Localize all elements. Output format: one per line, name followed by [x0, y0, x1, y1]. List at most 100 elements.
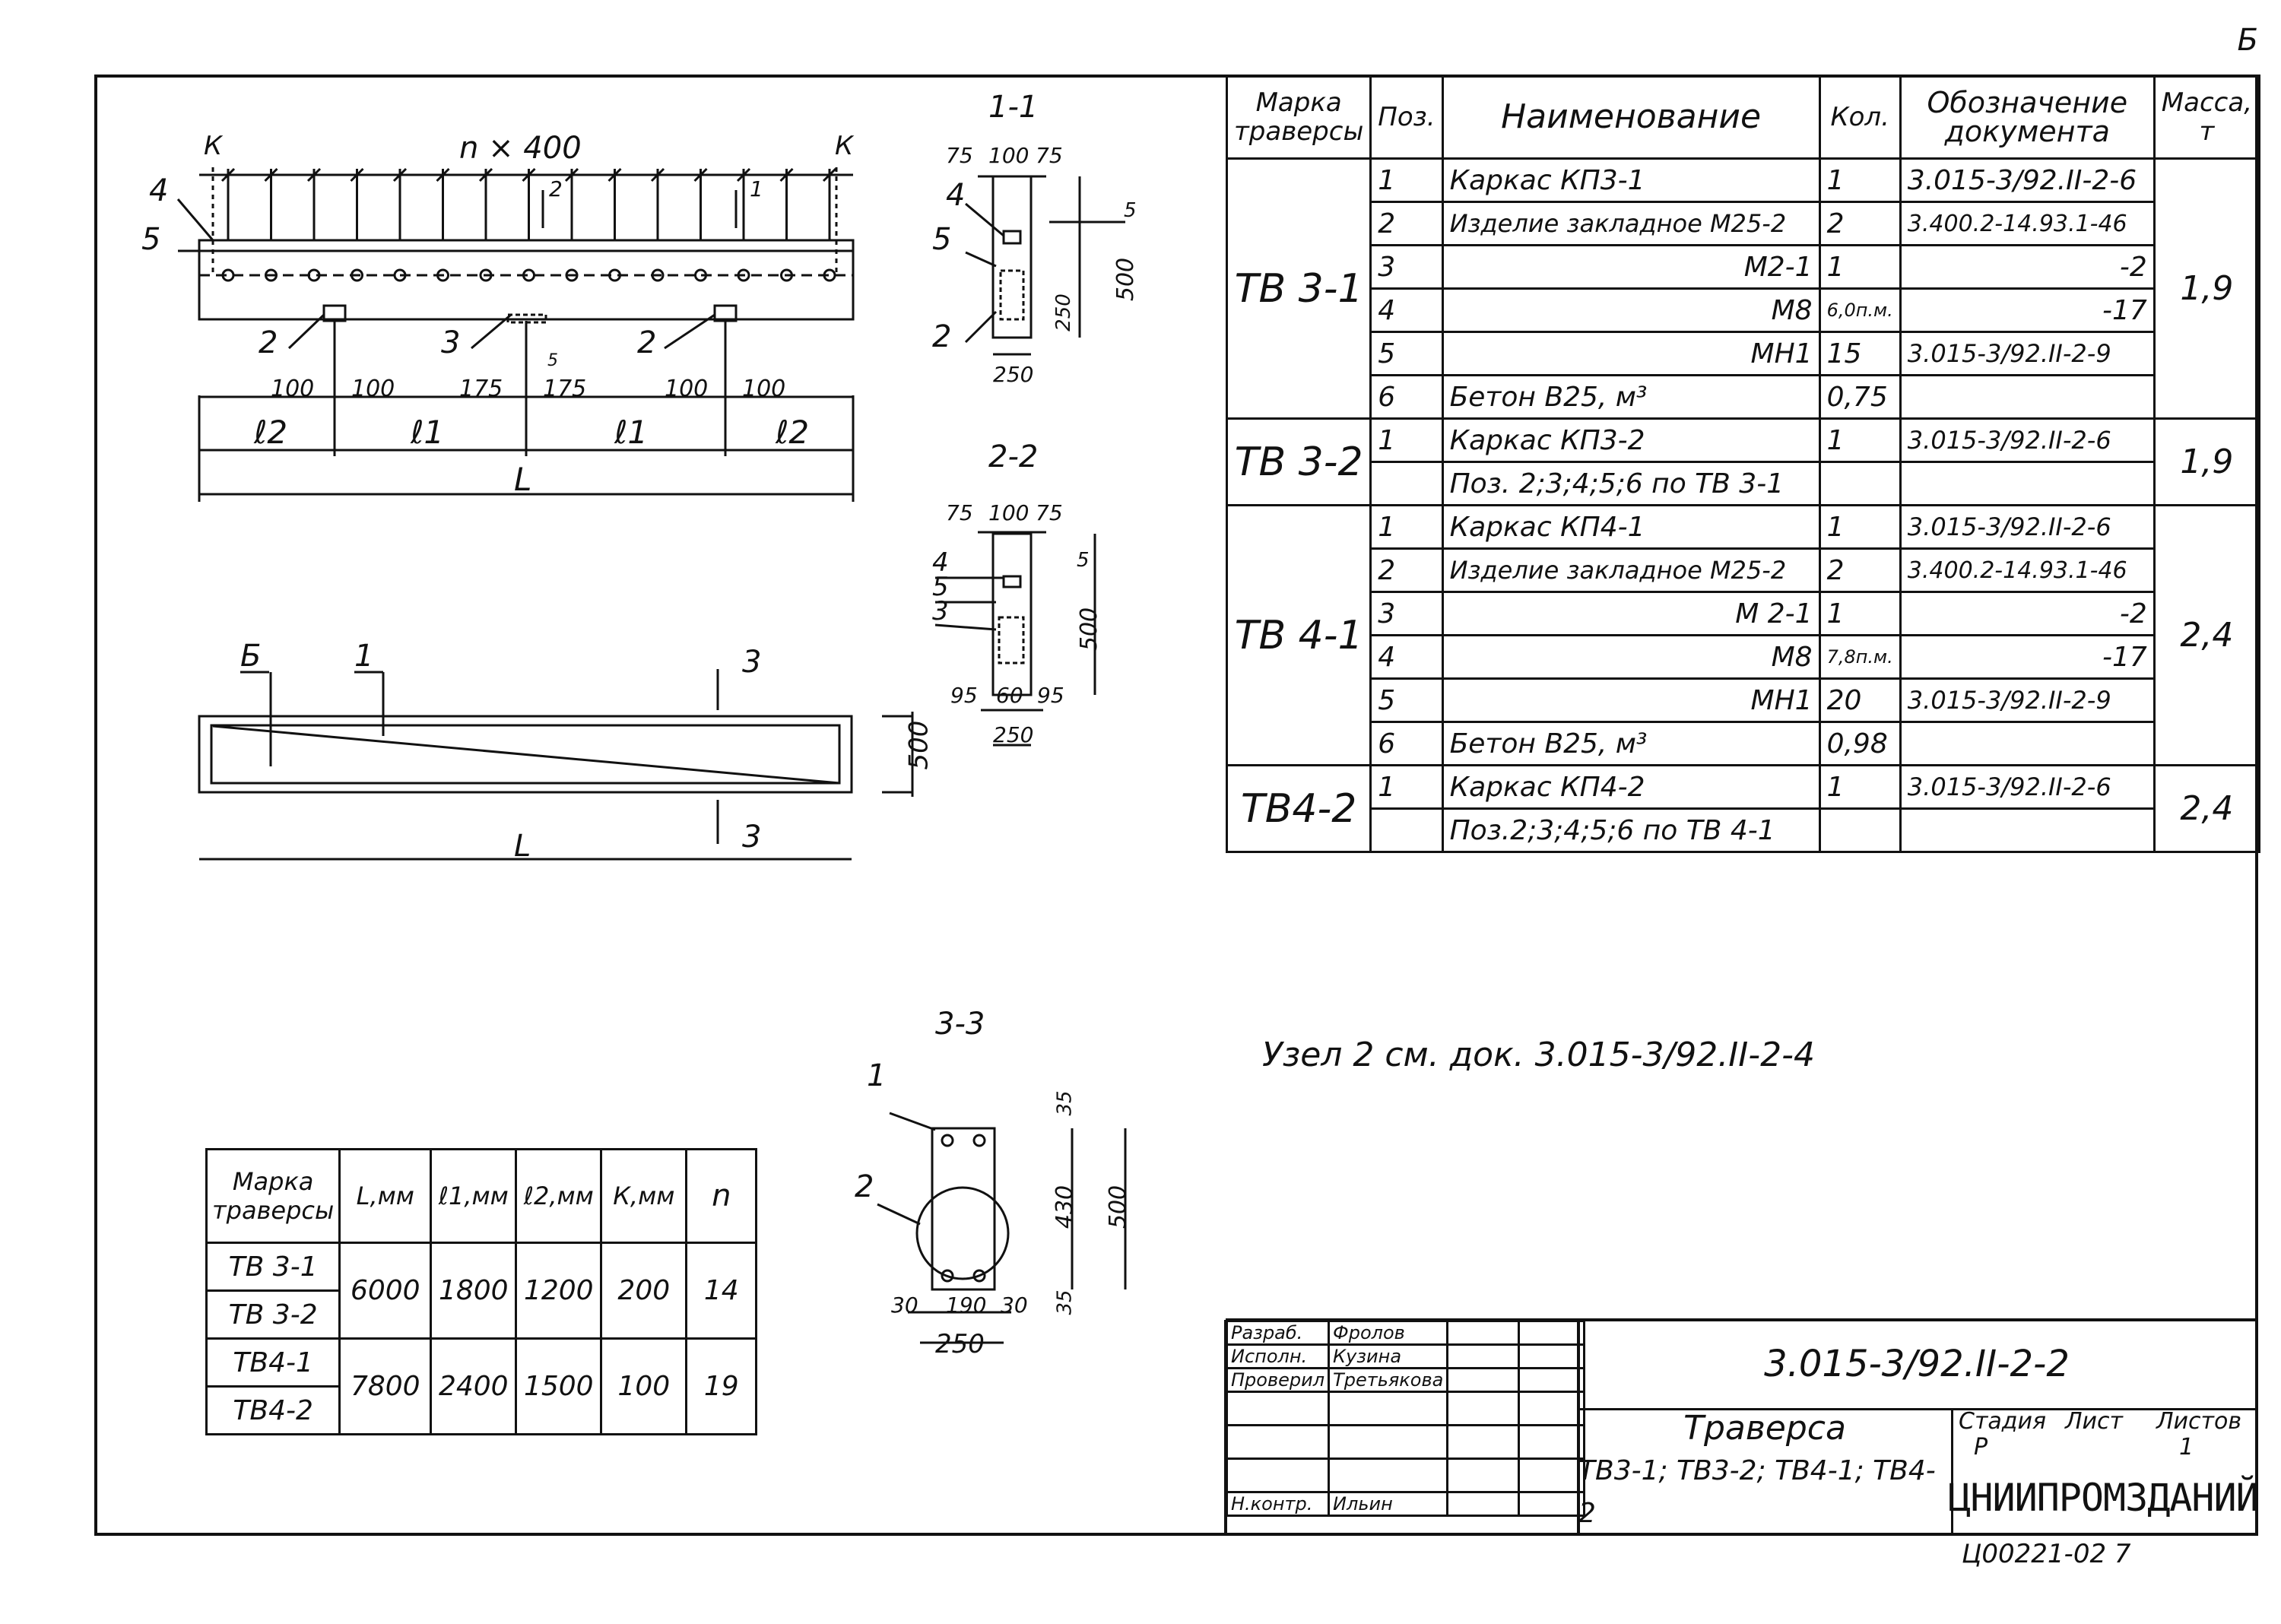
dims-l1: 2400 [430, 1337, 518, 1435]
role: Н.контр. [1225, 1491, 1331, 1517]
drawing-name-line2: ТВ3-1; ТВ3-2; ТВ4-1; ТВ4-2 [1578, 1455, 1936, 1529]
table-row: 4 М8 6,0п.м. -17 [1227, 287, 2260, 333]
spec-pos: 4 [1369, 287, 1444, 333]
dims-header-l1: ℓ1,мм [430, 1148, 518, 1244]
anchor-hole [351, 268, 363, 282]
table-row: 6 Бетон В25, м³ 0,75 [1227, 374, 2260, 420]
section-22-title: 2-2 [988, 439, 1039, 474]
spec-name: Изделие закладное М25-2 [1441, 547, 1821, 593]
spec-name: Бетон В25, м³ [1441, 374, 1821, 420]
spec-header-mass: Масса, т [2153, 75, 2261, 160]
spec-header-qty: Кол. [1818, 75, 1902, 160]
date [1518, 1424, 1586, 1460]
spec-qty: 20 [1818, 677, 1902, 723]
spec-pos: 1 [1369, 764, 1444, 810]
label-k-right: К [835, 131, 854, 161]
spec-pos: 1 [1369, 157, 1444, 203]
spec-name: Каркас КП4-1 [1441, 504, 1821, 550]
spec-doc: -2 [1899, 591, 2156, 636]
dim-175-b: 175 [543, 376, 587, 402]
table-row: 5 МН1 20 3.015-3/92.II-2-9 [1227, 677, 2260, 723]
dims-n: 14 [685, 1242, 758, 1340]
signature-row [1225, 1457, 1586, 1493]
spec-qty: 0,98 [1818, 721, 1902, 766]
table-row: 3 М2-1 1 -2 [1227, 244, 2260, 290]
anchor-hole [823, 268, 836, 282]
s33-dim-430: 430 [1052, 1185, 1079, 1229]
spec-name: МН1 [1441, 677, 1821, 723]
s11-dim-5: 5 [1124, 199, 1137, 222]
person [1328, 1391, 1449, 1426]
s22-width: 250 [993, 722, 1034, 747]
plan-length: L [514, 829, 531, 864]
s11-dim-75a: 75 [946, 143, 973, 168]
signature-row: Исполн.Кузина [1225, 1343, 1586, 1369]
spec-pos: 1 [1369, 417, 1444, 463]
dims-mark: ТВ4-2 [205, 1385, 341, 1435]
dims-K: 100 [600, 1337, 688, 1435]
dims-header-K: К,мм [600, 1148, 688, 1244]
person: Фролов [1328, 1320, 1449, 1346]
spec-pos: 3 [1369, 244, 1444, 290]
dims-mark: ТВ 3-2 [205, 1289, 341, 1340]
signature [1446, 1457, 1521, 1493]
s33-dim-190: 190 [946, 1293, 987, 1318]
dims-header-row: Марка траверсы L,мм ℓ1,мм ℓ2,мм К,мм n [205, 1148, 758, 1244]
spec-qty: 1 [1818, 244, 1902, 290]
person: Кузина [1328, 1343, 1449, 1369]
spec-name: Бетон В25, м³ [1441, 721, 1821, 766]
specification-table: Марка траверсы Поз. Наименование Кол. Об… [1225, 75, 2261, 853]
l2-right: ℓ2 [776, 414, 810, 451]
dims-l2: 1500 [515, 1337, 603, 1435]
s11-width: 250 [993, 362, 1034, 387]
role [1225, 1457, 1331, 1493]
spec-qty: 1 [1818, 417, 1902, 463]
section-mark-2: 2 [549, 176, 563, 201]
spec-mass: 2,4 [2153, 764, 2261, 853]
organization: ЦНИИПРОМЗДАНИЙ [1948, 1476, 2258, 1520]
spec-pos: 4 [1369, 634, 1444, 680]
s11-dim-100: 100 [988, 143, 1029, 168]
role [1225, 1391, 1331, 1426]
dim-175-a: 175 [459, 376, 503, 402]
beam-elevation [198, 239, 855, 321]
s33-dim-35a: 35 [1053, 1090, 1077, 1116]
s22-dim-60: 60 [996, 683, 1023, 708]
spec-qty: 6,0п.м. [1818, 287, 1902, 333]
s11-mark-2: 2 [932, 319, 952, 354]
spec-header-row: Марка траверсы Поз. Наименование Кол. Об… [1225, 75, 2261, 160]
spec-name: Каркас КП4-2 [1441, 764, 1821, 810]
spec-pos: 5 [1369, 677, 1444, 723]
role: Разраб. [1225, 1320, 1331, 1346]
signature [1446, 1367, 1521, 1393]
spec-pos: 6 [1369, 721, 1444, 766]
spec-qty: 1 [1818, 504, 1902, 550]
table-row: 5 МН1 15 3.015-3/92.II-2-9 [1227, 331, 2260, 376]
spec-header-pos: Поз. [1369, 75, 1444, 160]
spec-mass: 1,9 [2153, 417, 2261, 506]
s22-dim-95a: 95 [950, 683, 978, 708]
spec-pos: 3 [1369, 591, 1444, 636]
role: Исполн. [1225, 1343, 1331, 1369]
s11-dim-75b: 75 [1036, 143, 1063, 168]
spec-qty: 1 [1818, 591, 1902, 636]
l2-left: ℓ2 [254, 414, 288, 451]
spec-qty: 1 [1818, 764, 1902, 810]
date [1518, 1367, 1586, 1393]
signature-row [1225, 1424, 1586, 1460]
spec-doc: 3.015-3/92.II-2-9 [1899, 677, 2156, 723]
spec-qty: 2 [1818, 201, 1902, 246]
anchor-hole [393, 268, 407, 282]
spec-header-mark: Марка траверсы [1225, 75, 1372, 160]
s33-width: 250 [935, 1329, 985, 1359]
dims-header-n: n [685, 1148, 758, 1244]
s22-mark-5: 5 [932, 572, 949, 602]
mark-5: 5 [141, 222, 161, 257]
stage-label: Стадия [1959, 1408, 2047, 1435]
spec-pos: 2 [1369, 547, 1444, 593]
spec-header-name: Наименование [1441, 75, 1821, 160]
plan-mark-3-bottom: 3 [742, 820, 762, 855]
plan-height: 500 [903, 720, 934, 770]
signature-row: Н.контр.Ильин [1225, 1491, 1586, 1517]
anchor-hole [265, 268, 278, 282]
